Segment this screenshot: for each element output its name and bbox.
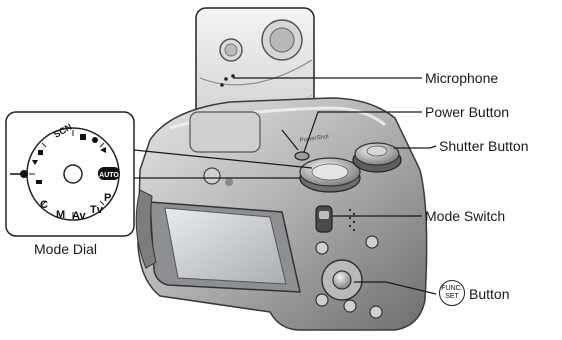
shutter-button-label: Shutter Button bbox=[439, 138, 529, 154]
microphone-label: Microphone bbox=[425, 70, 498, 86]
dial-mark-c: C bbox=[40, 199, 48, 211]
camera-mode-dial bbox=[300, 158, 360, 192]
dial-mark-m: M bbox=[56, 209, 65, 221]
func-set-icon-line2: SET bbox=[440, 293, 464, 301]
func-button-label: Button bbox=[469, 286, 509, 302]
dial-mark-av: Av bbox=[72, 210, 87, 222]
power-button bbox=[295, 152, 309, 160]
mode-dial-inset: AUTO C M Av Tv P SCN bbox=[6, 112, 134, 236]
auto-badge-text: AUTO bbox=[99, 172, 119, 179]
func-set-button bbox=[333, 271, 351, 289]
dial-mark-p: P bbox=[104, 192, 111, 204]
func-set-icon: FUNC. SET bbox=[439, 280, 465, 306]
camera-body: PowerShot bbox=[136, 98, 427, 330]
mode-switch-label: Mode Switch bbox=[425, 208, 505, 224]
control-wheel bbox=[322, 260, 362, 300]
power-button-label: Power Button bbox=[425, 104, 509, 120]
func-set-icon-line1: FUNC. bbox=[440, 285, 464, 293]
mode-dial-label: Mode Dial bbox=[34, 241, 97, 257]
dial-mark-tv: Tv bbox=[90, 204, 104, 216]
shutter-button bbox=[353, 143, 401, 172]
lcd-screen bbox=[165, 208, 286, 284]
